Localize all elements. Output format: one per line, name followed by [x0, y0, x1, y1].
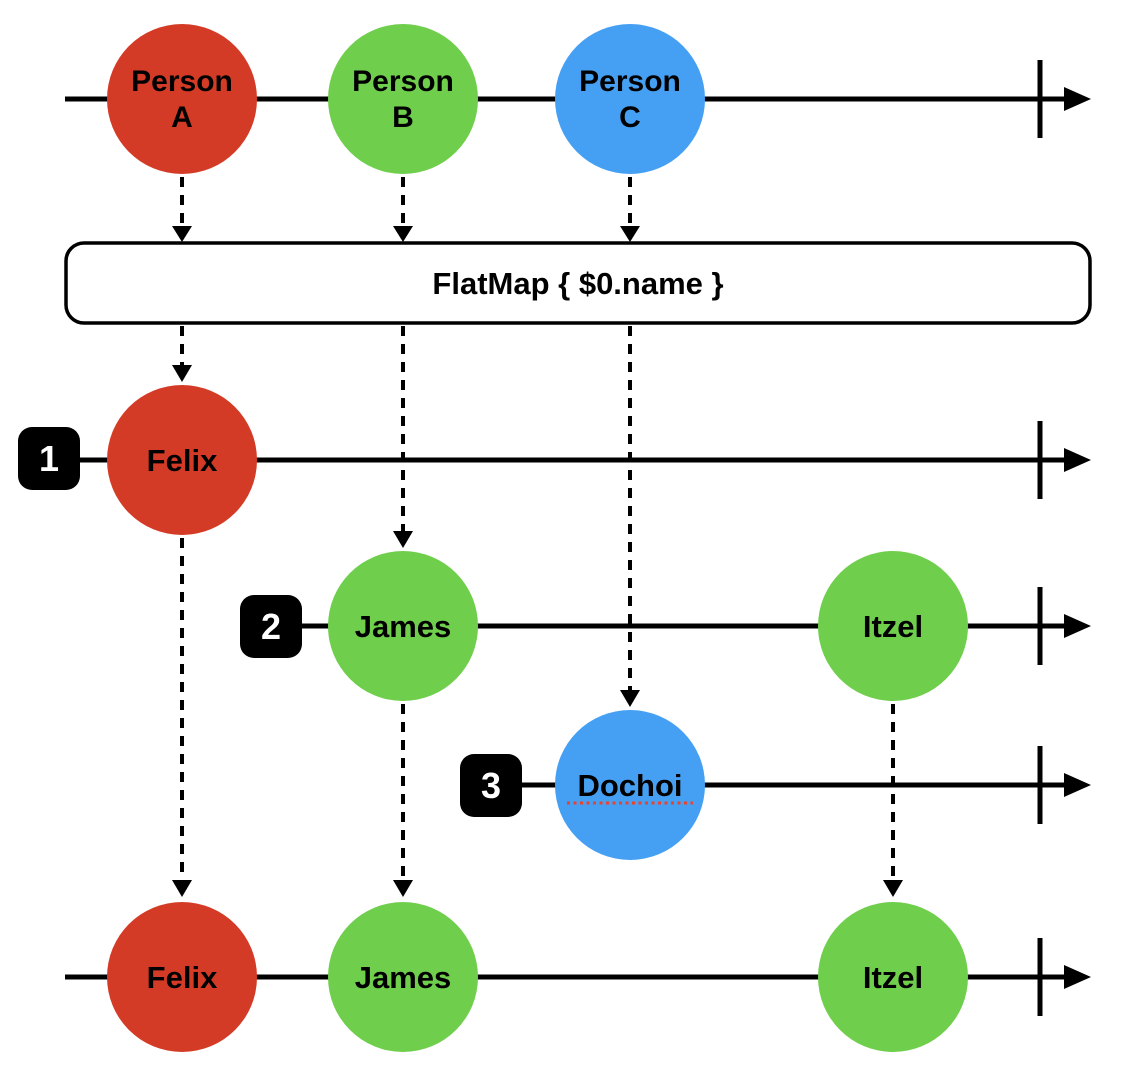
dashed-arrow-felix-down-head-icon	[172, 880, 192, 897]
source-event-person-a	[107, 24, 257, 174]
dashed-arrow-to-james-head-icon	[393, 531, 413, 548]
inner-event-felix	[107, 385, 257, 535]
source-event-person-b	[328, 24, 478, 174]
inner-timeline-2: 2 James Itzel	[240, 551, 1091, 701]
stream-badge-1	[18, 427, 80, 490]
source-event-person-b-label-line2: B	[392, 101, 414, 134]
inner-timeline-3-arrow-icon	[1064, 773, 1091, 797]
source-event-person-b-label-line1: Person	[352, 65, 454, 98]
dashed-arrows-operator-to-inner	[172, 326, 640, 707]
operator-label: FlatMap { $0.name }	[432, 266, 723, 301]
output-event-felix-label: Felix	[147, 960, 218, 995]
output-event-james	[328, 902, 478, 1052]
output-event-felix	[107, 902, 257, 1052]
operator-box: FlatMap { $0.name }	[64, 241, 1092, 325]
dashed-arrow-person-b-head-icon	[393, 226, 413, 242]
stream-badge-3	[460, 754, 522, 817]
inner-event-felix-label: Felix	[147, 443, 218, 478]
inner-event-dochoi	[555, 710, 705, 860]
dashed-arrow-person-c-head-icon	[620, 226, 640, 242]
inner-timeline-3: 3 Dochoi	[460, 710, 1091, 860]
stream-badge-2-label: 2	[261, 606, 281, 647]
source-event-person-a-label-line1: Person	[131, 65, 233, 98]
inner-event-itzel-label: Itzel	[863, 609, 923, 644]
output-event-james-label: James	[355, 960, 452, 995]
operator-box-rect	[64, 241, 1092, 325]
dashed-arrow-to-felix-head-icon	[172, 365, 192, 382]
stream-badge-1-label: 1	[39, 438, 59, 479]
output-event-itzel-label: Itzel	[863, 960, 923, 995]
output-timeline: Felix James Itzel	[65, 902, 1091, 1052]
dashed-arrows-source-to-operator	[172, 177, 640, 242]
inner-timeline-1: 1 Felix	[18, 385, 1091, 535]
output-timeline-arrow-icon	[1064, 965, 1091, 989]
dashed-arrow-itzel-down-head-icon	[883, 880, 903, 897]
inner-timeline-2-arrow-icon	[1064, 614, 1091, 638]
source-timeline: Person A Person B Person C	[65, 24, 1091, 174]
dashed-arrows-inner-to-output	[172, 538, 903, 897]
source-event-person-c-label-line2: C	[619, 101, 641, 134]
source-event-person-c	[555, 24, 705, 174]
stream-badge-2	[240, 595, 302, 658]
inner-event-james-label: James	[355, 609, 452, 644]
dashed-arrow-person-a-head-icon	[172, 226, 192, 242]
inner-event-james	[328, 551, 478, 701]
inner-event-dochoi-label: Dochoi	[577, 768, 682, 803]
output-event-itzel	[818, 902, 968, 1052]
source-timeline-arrow-icon	[1064, 87, 1091, 111]
inner-event-itzel	[818, 551, 968, 701]
source-event-person-a-label-line2: A	[171, 101, 193, 134]
inner-timeline-1-arrow-icon	[1064, 448, 1091, 472]
dashed-arrow-james-down-head-icon	[393, 880, 413, 897]
stream-badge-3-label: 3	[481, 765, 501, 806]
dashed-arrow-to-dochoi-head-icon	[620, 690, 640, 707]
source-event-person-c-label-line1: Person	[579, 65, 681, 98]
